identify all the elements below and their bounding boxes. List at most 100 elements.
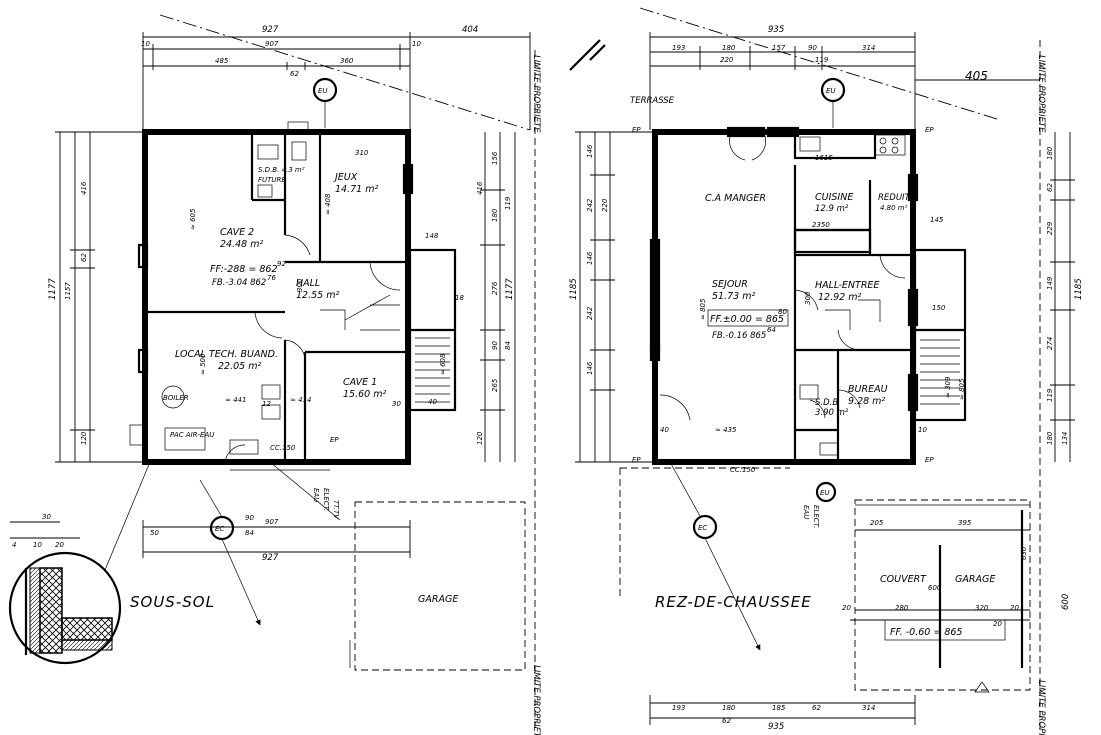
title-sous-sol: SOUS-SOL <box>130 593 215 611</box>
svg-text:180: 180 <box>1046 431 1054 445</box>
room-sdb-rdc: S.D.B <box>815 398 838 408</box>
room-cave-2-area: 24.48 m² <box>220 239 263 250</box>
svg-text:10: 10 <box>33 541 42 549</box>
rdc-left-dimensions: 1185 146 242 146 242 146 220 <box>569 131 655 463</box>
limite-label-rdc-top: LIMITE PROPRIETE <box>1036 55 1046 133</box>
svg-text:92: 92 <box>277 260 286 268</box>
svg-text:CC.150: CC.150 <box>730 466 756 474</box>
room-cuisine: CUISINE <box>815 192 853 203</box>
svg-text:62: 62 <box>812 704 821 712</box>
room-hall-ss: HALL <box>296 278 320 289</box>
terrasse-label: TERRASSE <box>630 96 675 106</box>
dim-ss-485: 485 <box>215 57 229 65</box>
dim-rdc-300: 300 <box>804 291 812 305</box>
svg-text:64: 64 <box>767 326 776 334</box>
dim-ss-310: 310 <box>355 149 369 157</box>
dim-rdc-150: 150 <box>932 304 946 312</box>
svg-text:242: 242 <box>586 306 594 320</box>
dim-ss-408: ≈ 408 <box>324 193 332 215</box>
boiler-label: BOILER <box>163 394 189 402</box>
svg-text:TT.TV: TT.TV <box>332 500 340 520</box>
arrow-rdc <box>569 39 606 71</box>
limite-label-ss-bottom: LIMITE PROPRIETE <box>531 665 541 735</box>
svg-text:193: 193 <box>672 704 685 712</box>
svg-text:1157: 1157 <box>64 282 72 300</box>
svg-text:205: 205 <box>870 519 884 527</box>
svg-text:156: 156 <box>491 151 499 165</box>
wall-section-detail: 30 4 10 20 <box>8 461 151 665</box>
dim-ss-18: 18 <box>455 294 464 302</box>
sous-sol-walls <box>142 129 457 465</box>
svg-text:119: 119 <box>1046 388 1054 402</box>
svg-text:416: 416 <box>476 181 484 195</box>
svg-text:265: 265 <box>491 378 499 392</box>
svg-text:274: 274 <box>1046 337 1054 350</box>
svg-text:ELECT.: ELECT. <box>322 488 330 511</box>
dim-rdc-40: 40 <box>660 426 669 434</box>
svg-text:EP: EP <box>925 456 934 464</box>
svg-text:EP: EP <box>632 126 641 134</box>
dim-rdc-805: ≈ 805 <box>699 298 707 320</box>
rez-de-chaussee-plan: 935 193 180 157 90 314 220 119 405 EU LI… <box>569 7 1084 735</box>
svg-text:180: 180 <box>491 208 499 222</box>
svg-text:EP: EP <box>330 436 339 444</box>
sous-sol-bottom-dimensions: 907 927 90 84 50 <box>142 514 411 563</box>
svg-text:30: 30 <box>42 513 51 521</box>
svg-text:229: 229 <box>1046 221 1054 235</box>
sous-sol-doors <box>224 234 401 463</box>
room-reduit-area: 4.80 m² <box>880 204 908 212</box>
room-jeux-area: 14.71 m² <box>335 184 378 195</box>
dim-ss-414: ≈ 414 <box>290 396 311 404</box>
svg-text:76: 76 <box>267 274 276 282</box>
svg-text:193: 193 <box>672 44 685 52</box>
eu-symbol-rdc: EU <box>820 77 846 128</box>
dim-ss-300: 300 <box>296 278 304 292</box>
svg-text:120: 120 <box>80 431 88 445</box>
svg-text:ELECT.: ELECT. <box>812 505 820 528</box>
room-coin-a-manger: C.A MANGER <box>705 193 766 204</box>
dim-ss-30: 30 <box>392 400 401 408</box>
level-annotation-rdc: FF.±0.00 = 865 80 FB.-0.16 865 64 <box>707 308 789 341</box>
svg-text:119: 119 <box>504 196 512 210</box>
svg-text:FB.-3.04 862: FB.-3.04 862 <box>212 278 266 288</box>
svg-text:1185: 1185 <box>1074 278 1084 300</box>
svg-text:84: 84 <box>504 341 512 350</box>
svg-text:119: 119 <box>815 56 829 64</box>
sous-sol-top-dimensions: 927 404 907 485 62 360 10 10 <box>141 25 531 130</box>
svg-text:90: 90 <box>491 341 499 350</box>
dim-ss-10b: 10 <box>412 40 421 48</box>
eu-symbol-ss: EU <box>312 77 338 128</box>
svg-text:20: 20 <box>1010 604 1019 612</box>
room-hall-ss-area: 12.55 m² <box>296 290 339 301</box>
dim-rdc-10: 10 <box>918 426 927 434</box>
svg-text:907: 907 <box>265 518 279 526</box>
svg-text:395: 395 <box>958 519 972 527</box>
room-cuisine-area: 12.9 m² <box>815 204 849 214</box>
svg-text:146: 146 <box>586 251 594 265</box>
svg-text:180: 180 <box>1046 146 1054 160</box>
dim-ss-12: 12 <box>262 400 271 408</box>
svg-text:600: 600 <box>928 584 942 592</box>
room-sdb-future-sub: FUTURE <box>258 176 286 184</box>
garage-label-ss: GARAGE <box>418 594 458 605</box>
dim-ss-360: 360 <box>340 57 354 65</box>
svg-text:927: 927 <box>262 553 279 563</box>
svg-text:1185: 1185 <box>569 278 579 300</box>
room-hall-entree: HALL-ENTREE <box>815 280 879 291</box>
dim-ss-500: ≈ 500 <box>199 353 207 375</box>
svg-text:50: 50 <box>150 529 159 537</box>
sdb-fixtures-ss <box>257 121 309 198</box>
svg-text:EAU: EAU <box>802 505 810 519</box>
svg-text:935: 935 <box>768 25 784 35</box>
sous-sol-plan: 927 404 907 485 62 360 10 10 EU LIMITE P… <box>8 14 541 735</box>
sous-sol-left-dimensions: 1177 1157 416 62 120 <box>48 131 145 463</box>
svg-text:20: 20 <box>55 541 64 549</box>
dim-rdc-309: ≈ 309 <box>944 376 952 398</box>
level-annotation-ss: FF:-288 = 862 92 FB.-3.04 862 76 <box>210 260 286 288</box>
dim-ss-927: 927 <box>262 25 279 35</box>
svg-text:4: 4 <box>12 541 16 549</box>
room-sdb-rdc-area: 3.90 m² <box>815 408 849 418</box>
pac-box <box>164 427 206 451</box>
ec-symbol-rdc: EC EU <box>669 461 837 651</box>
